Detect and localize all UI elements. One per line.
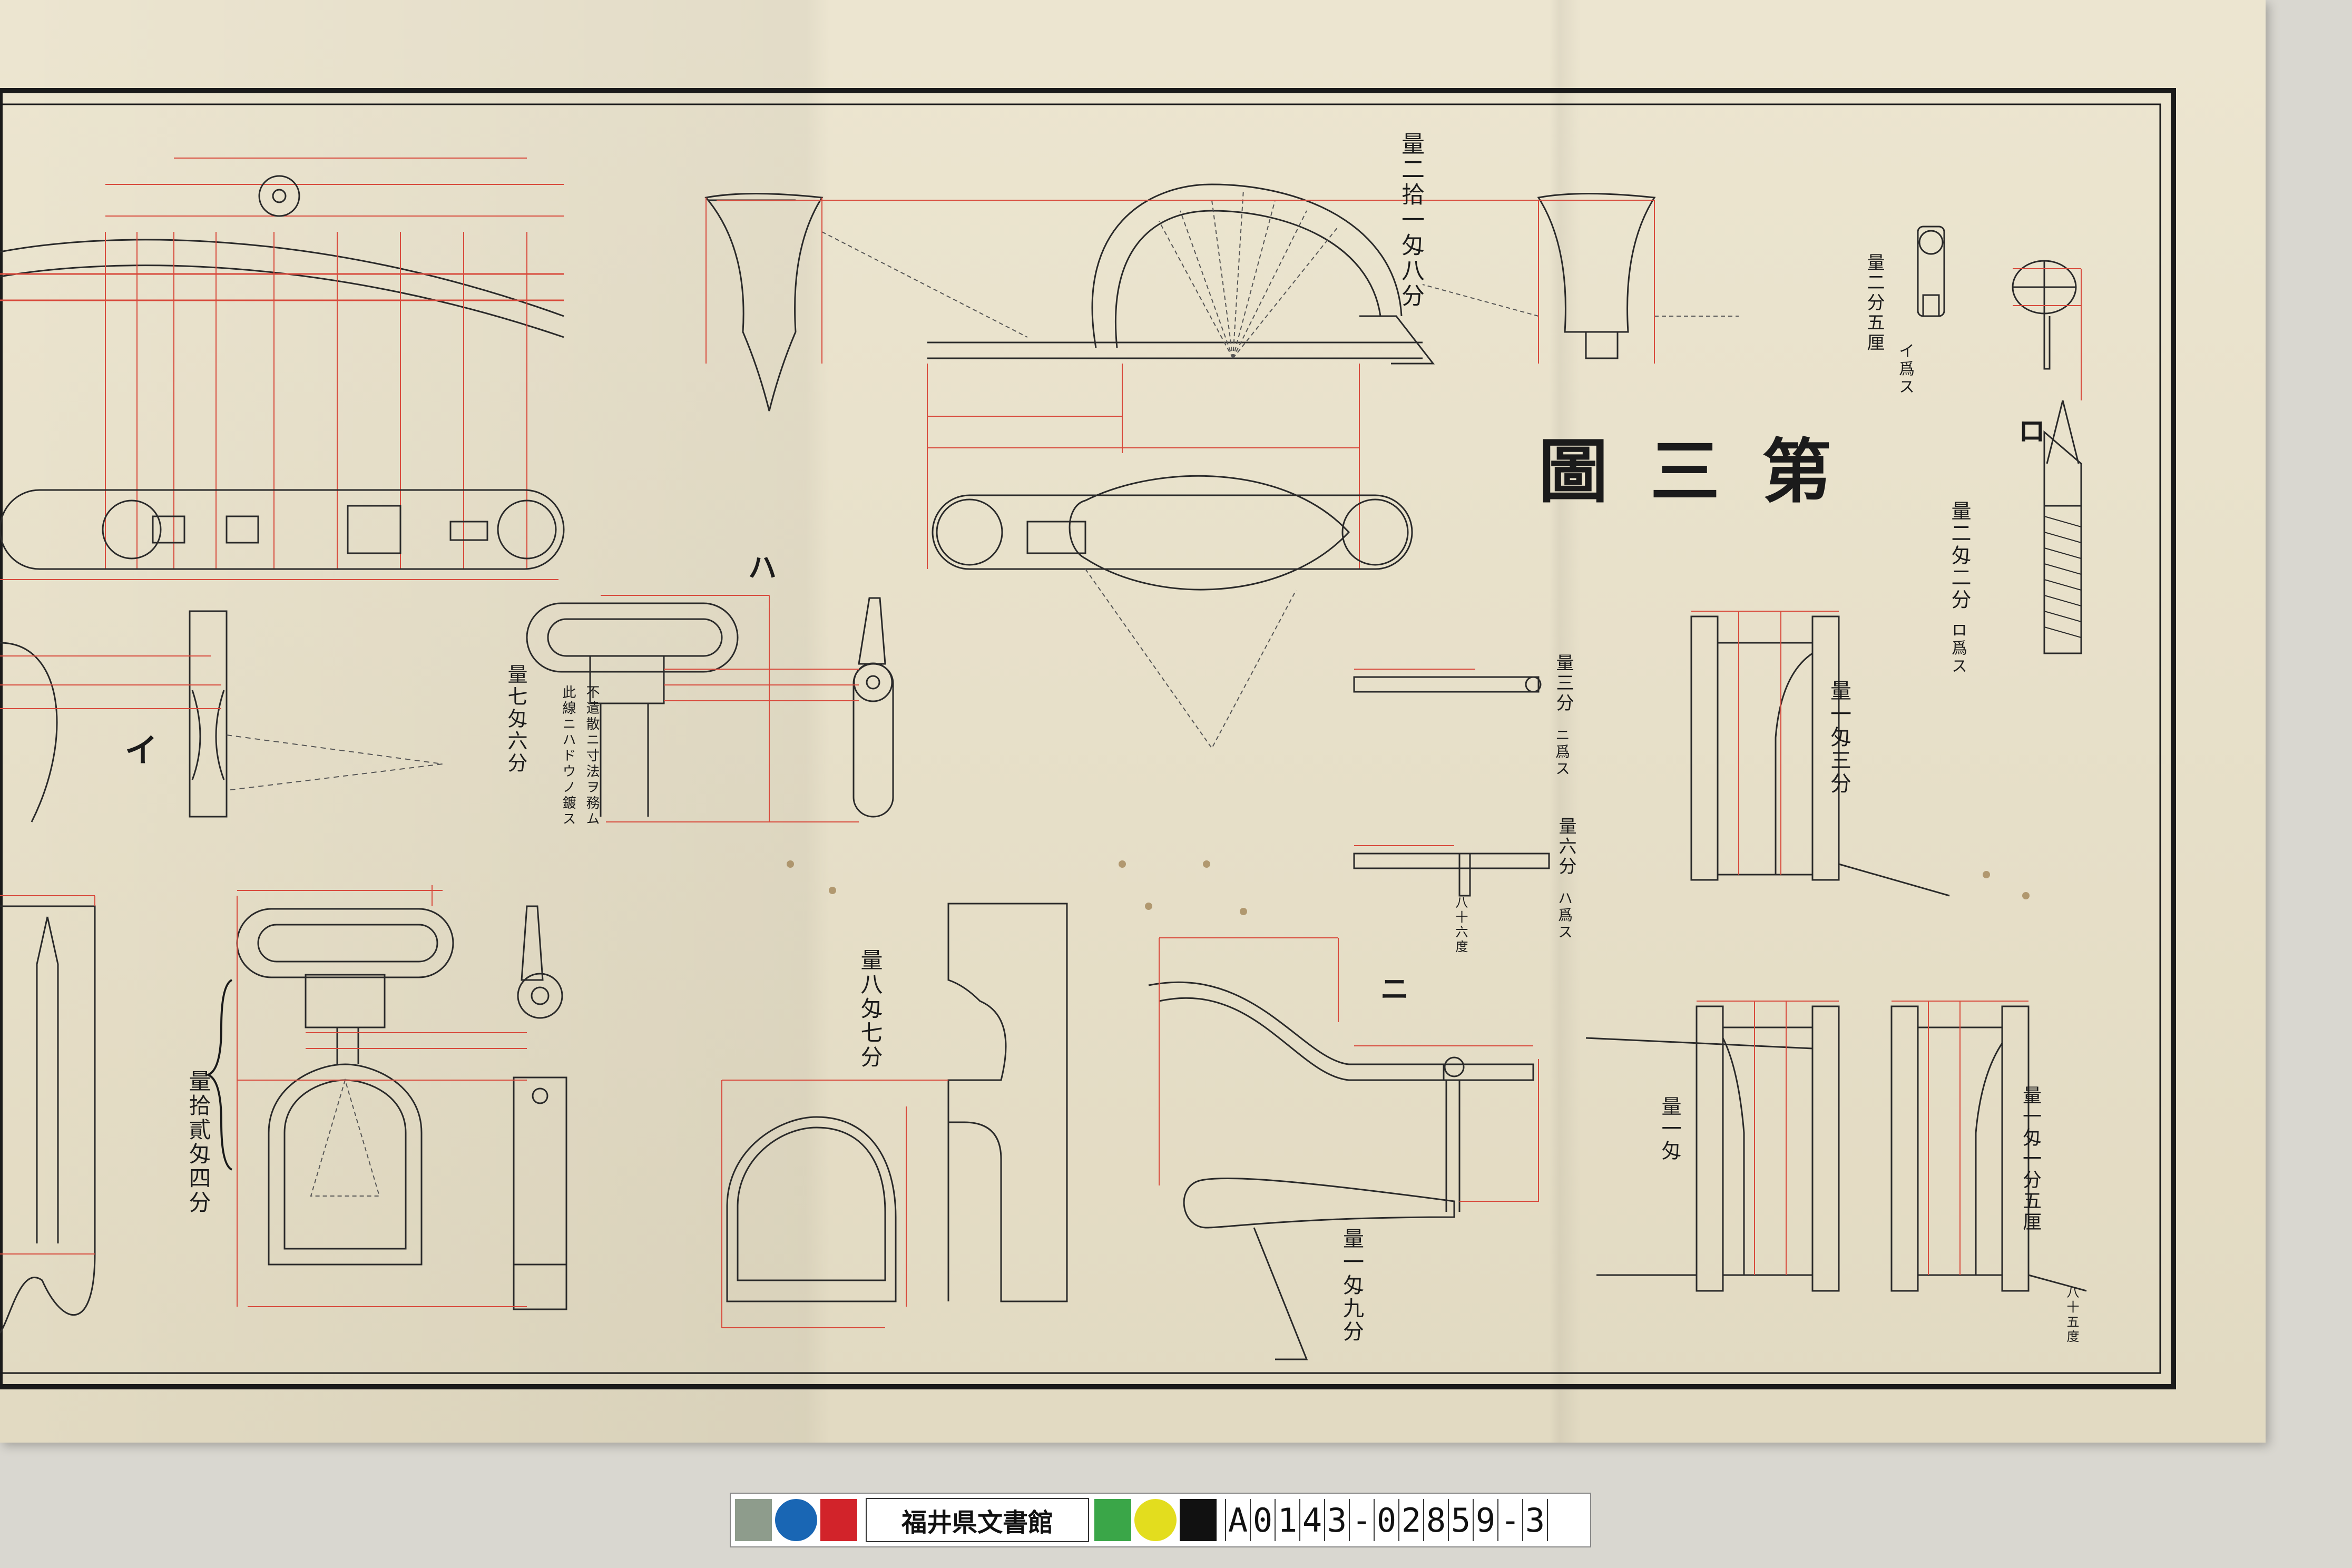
note-label: ハ爲ス: [1556, 890, 1573, 941]
scale-label: 量二匁二分: [1948, 501, 1971, 611]
note-label: 八十六度: [1453, 896, 1468, 955]
reference-char: 1: [1276, 1499, 1300, 1541]
left-mid-part: [0, 610, 443, 822]
scale-label: 量三分: [1553, 653, 1574, 713]
color-swatch: [820, 1499, 857, 1541]
reference-char: 5: [1449, 1499, 1474, 1541]
right-frames: [1585, 611, 2087, 1292]
part-label-i: イ: [119, 732, 158, 768]
part-label-ha: ハ: [748, 551, 779, 584]
note-label: 八十五度: [2064, 1286, 2079, 1345]
reference-char: 3: [1325, 1499, 1350, 1541]
reference-char: 4: [1300, 1499, 1325, 1541]
screw-pin: [1917, 226, 2082, 654]
small-bar-parts: [1353, 669, 1550, 897]
scale-label: 量六分: [1555, 817, 1576, 877]
border-frame: [0, 88, 2176, 1389]
reference-char: -: [1498, 1499, 1523, 1541]
reference-char: 9: [1474, 1499, 1498, 1541]
figure-title: 第三圖: [1538, 431, 1874, 513]
oval-ring-part: [721, 903, 1068, 1328]
handle-piece-lower: [236, 885, 567, 1310]
reference-char: 8: [1424, 1499, 1449, 1541]
reference-char: 0: [1375, 1499, 1399, 1541]
scale-label: 量八匁七分: [857, 948, 883, 1070]
scale-label: 量七匁六分: [504, 664, 527, 775]
color-dot: [775, 1499, 817, 1541]
reference-char: -: [1350, 1499, 1375, 1541]
note-label: ロ爲ス: [1948, 622, 1967, 675]
scale-label: 量一匁: [1658, 1096, 1681, 1162]
s-curve-lever: [1148, 937, 1539, 1360]
scale-label: 量二拾一匁八分: [1397, 132, 1424, 309]
reference-char: 3: [1523, 1499, 1548, 1541]
note-label: イ爲ス: [1896, 342, 1914, 396]
drawing-sheet: 第三圖 量二拾一匁八分 量二分五厘 イ爲ス 量二匁二分 ロ爲ス 量七匁六分 此線…: [0, 0, 2266, 1443]
color-swatch: [735, 1499, 772, 1541]
archive-name: 福井県文書館: [866, 1498, 1089, 1542]
note-label: 此線ニハドウノ鍍ス: [560, 685, 576, 827]
scale-label: 量一匁一分五厘: [2020, 1085, 2041, 1233]
bottom-left-part: [0, 895, 96, 1334]
note-label: 不遣散ニ寸法ヲ務ム: [584, 685, 600, 827]
scale-label: 量二分五厘: [1864, 253, 1885, 353]
handle-piece-upper: [526, 595, 894, 822]
part-label-ro: ロ: [2013, 416, 2046, 447]
color-swatch: [1094, 1499, 1131, 1541]
punch-holes: [787, 860, 2030, 915]
scale-label: 量一匁三分: [1827, 680, 1851, 796]
color-swatch: [1180, 1499, 1217, 1541]
scale-label: 量一匁九分: [1339, 1228, 1364, 1344]
note-label: ニ爲ス: [1553, 727, 1571, 778]
scale-label: 量拾貳匁四分: [185, 1070, 211, 1215]
reference-char: A: [1226, 1499, 1251, 1541]
color-dot: [1134, 1499, 1177, 1541]
bow-piece: [704, 183, 1739, 749]
technical-drawing: [0, 88, 2176, 1389]
reference-char: 0: [1251, 1499, 1276, 1541]
part-label-ni: ニ: [1380, 972, 1411, 1006]
arched-frame-part: [0, 158, 565, 580]
scale-brace: [205, 979, 233, 1171]
reference-char: 2: [1399, 1499, 1424, 1541]
